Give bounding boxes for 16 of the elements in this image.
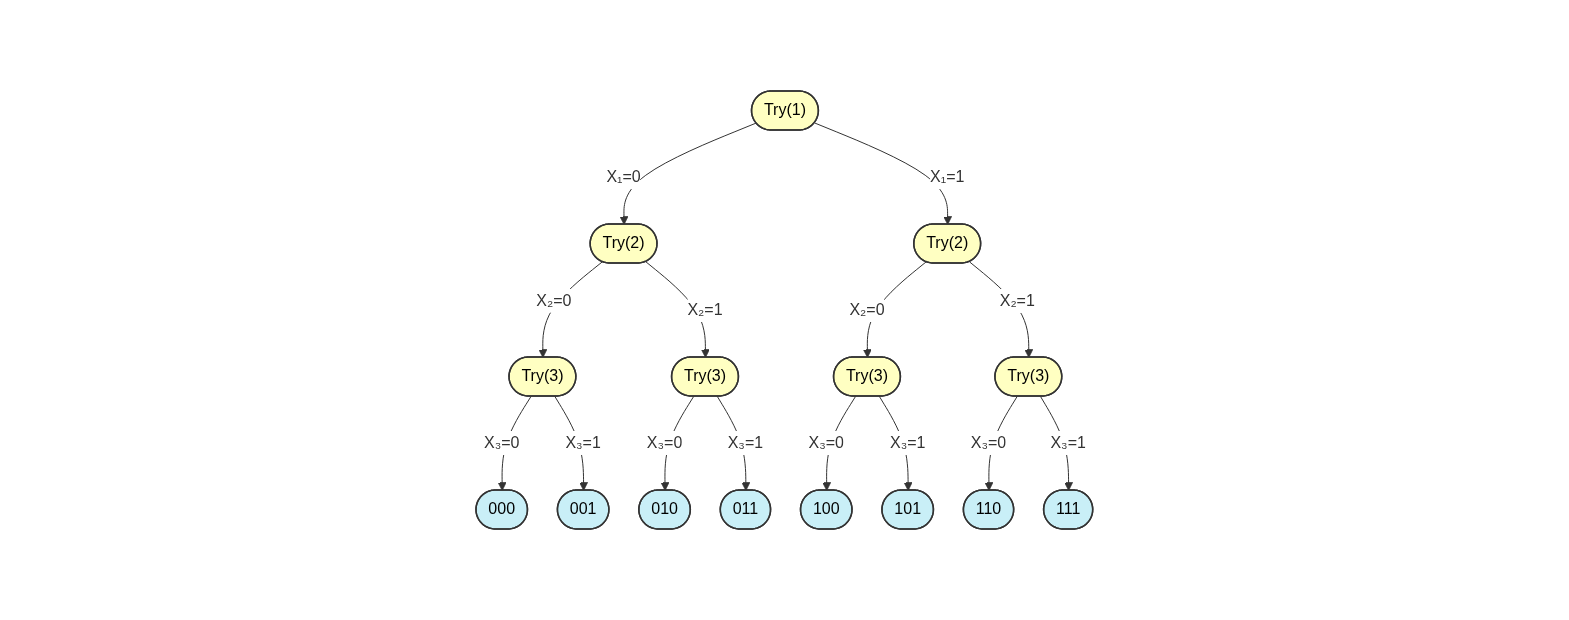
arrow xyxy=(619,122,757,225)
edge-label: X₃=0 xyxy=(808,433,845,451)
edge-label: X₁=0 xyxy=(606,168,641,185)
edge-label: X₃=1 xyxy=(1050,433,1087,451)
edge-label: X₃=0 xyxy=(970,433,1007,451)
edge-label: X₃=1 xyxy=(890,433,926,451)
edge-label: X₂=0 xyxy=(849,300,885,318)
arrow xyxy=(814,122,953,225)
edge-label: X₃=1 xyxy=(727,433,764,451)
edge-label: X₁=1 xyxy=(930,168,965,185)
edge-label: X₃=0 xyxy=(647,433,683,451)
edge-label: X₂=1 xyxy=(999,291,1035,309)
edge-label: X₂=0 xyxy=(536,291,572,309)
edge-label: X₂=1 xyxy=(687,300,723,318)
edge-label: X₃=0 xyxy=(484,433,520,451)
edge-label: X₃=1 xyxy=(565,433,602,451)
